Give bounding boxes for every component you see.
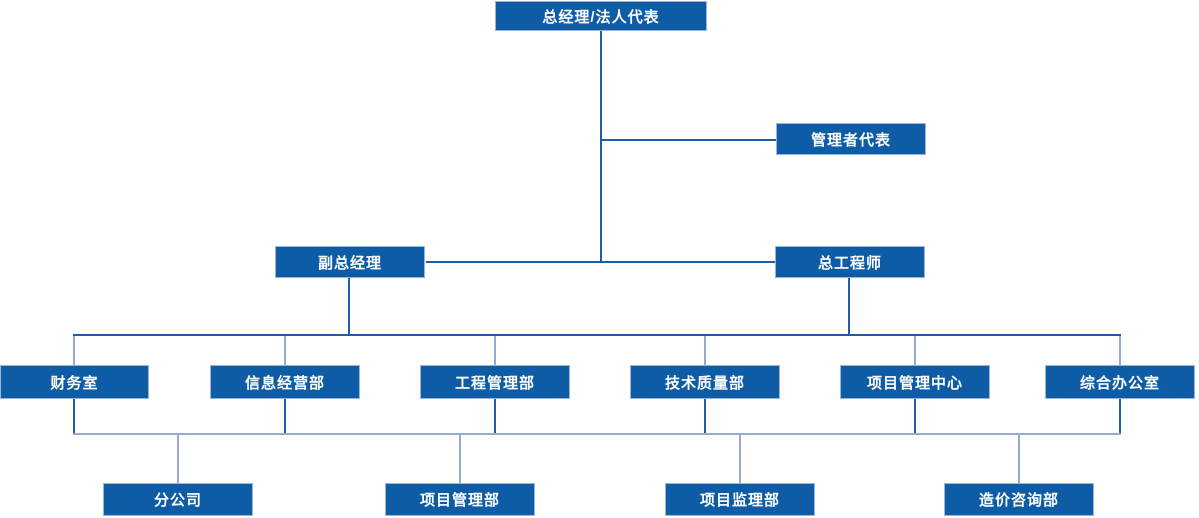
connector-techquality-down [704,399,706,435]
connector-genoffice-feed [1119,336,1121,365]
connector-deputy-gm-drop [348,278,350,336]
node-cost-consulting-dept: 造价咨询部 [944,483,1094,516]
connector-info-feed [284,336,286,365]
connector-supervision-drop [739,435,741,483]
node-deputy-general-manager: 副总经理 [275,246,425,278]
connector-top-bus [73,334,1121,336]
connector-bottom-bus [73,433,1121,435]
connector-pmcenter-down [914,399,916,435]
connector-techquality-feed [704,336,706,365]
connector-level3-crossbar [426,261,775,263]
node-engineering-management-dept: 工程管理部 [420,365,570,399]
node-project-management-dept: 项目管理部 [385,483,535,516]
connector-mgr-rep-branch [601,139,776,141]
node-general-manager: 总经理/法人代表 [495,1,707,31]
node-branch-company: 分公司 [103,483,253,516]
connector-genoffice-down [1119,399,1121,435]
node-info-business-dept: 信息经营部 [210,365,360,399]
node-finance-office: 财务室 [0,365,149,399]
connector-engineering-feed [494,336,496,365]
node-project-supervision-dept: 项目监理部 [665,483,815,516]
connector-branch-drop [177,435,179,483]
connector-finance-feed [73,336,75,365]
connector-chief-eng-drop [848,278,850,336]
connector-engineering-down [494,399,496,435]
connector-info-down [284,399,286,435]
node-chief-engineer: 总工程师 [775,246,925,278]
connector-pmdept-drop [459,435,461,483]
node-general-office: 综合办公室 [1045,365,1195,399]
connector-finance-down [73,399,75,435]
node-tech-quality-dept: 技术质量部 [630,365,780,399]
connector-pmcenter-feed [914,336,916,365]
connector-cost-drop [1018,435,1020,483]
node-management-representative: 管理者代表 [776,123,926,155]
node-project-management-center: 项目管理中心 [840,365,990,399]
connector-root-trunk [600,30,602,263]
